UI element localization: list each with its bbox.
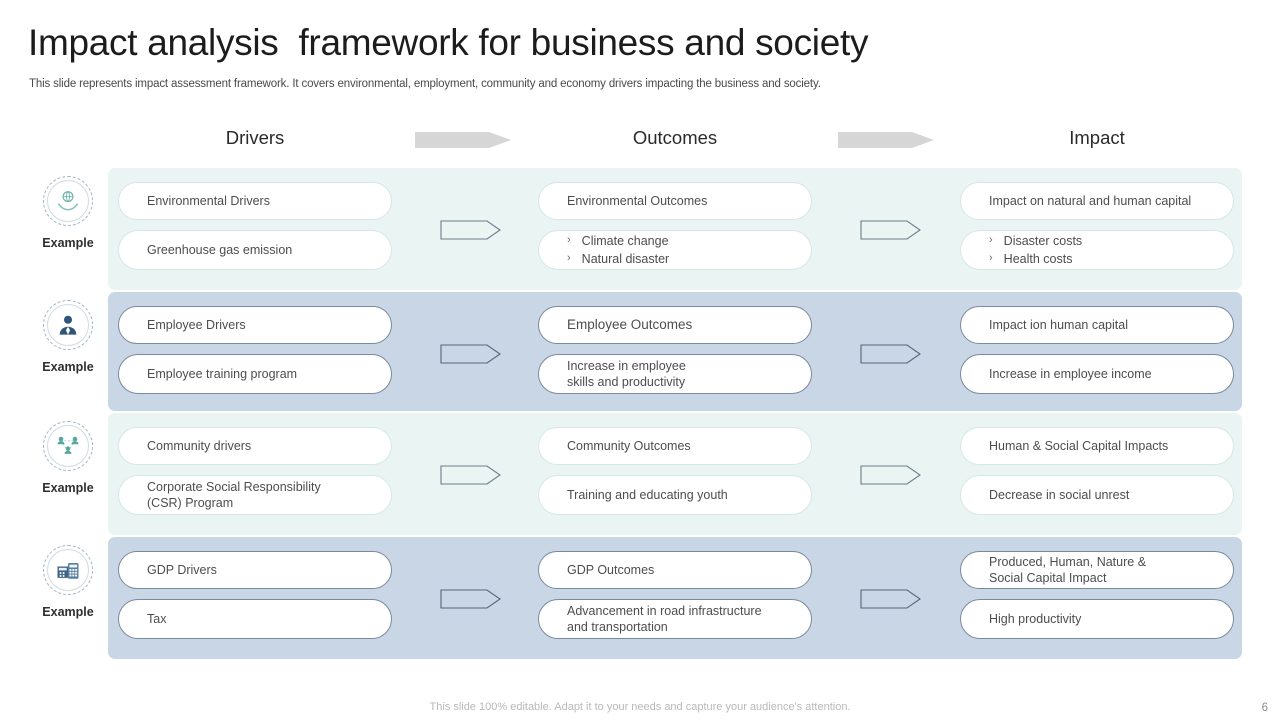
footer-note: This slide 100% editable. Adapt it to yo… (429, 701, 851, 713)
impact-example-text: Decrease in social unrest (989, 488, 1130, 502)
bullet-chevron-icon: › (567, 234, 571, 246)
driver-example-text: Tax (147, 612, 167, 626)
outcome-example-employee[interactable]: Increase in employee skills and producti… (538, 354, 812, 394)
outcome-example-text: Advancement in road infrastructure and t… (567, 604, 762, 634)
connector-arrow-icon-outcomes-impact-4 (860, 587, 922, 611)
driver-title-employee[interactable]: Employee Drivers (118, 306, 392, 344)
connector-arrow-icon-drivers-outcomes-4 (440, 587, 502, 611)
driver-title-environmental[interactable]: Environmental Drivers (118, 182, 392, 220)
column-header-outcomes: Outcomes (632, 127, 718, 148)
driver-title-text: Environmental Drivers (147, 194, 270, 208)
impact-title-text: Produced, Human, Nature & Social Capital… (989, 555, 1147, 585)
driver-title-text: Community drivers (147, 439, 252, 453)
person-icon (43, 300, 93, 350)
row-side-employee: Example (28, 292, 108, 374)
driver-example-gdp[interactable]: Tax (118, 599, 392, 639)
header-arrow-icon-1 (415, 130, 511, 150)
row-gdp: GDP Drivers Tax GDP Outcomes Advancement… (108, 537, 1242, 659)
outcome-title-gdp[interactable]: GDP Outcomes (538, 551, 812, 589)
calculator-money-icon (43, 545, 93, 595)
impact-title-text: Impact ion human capital (989, 318, 1128, 332)
row-environmental: Environmental Drivers Greenhouse gas emi… (108, 168, 1242, 290)
driver-title-text: Employee Drivers (147, 318, 246, 332)
page-title: Impact analysis framework for business a… (28, 22, 869, 63)
connector-arrow-icon-drivers-outcomes-3 (440, 463, 502, 487)
outcome-example-text: Training and educating youth (567, 488, 728, 502)
column-header-drivers: Drivers (225, 127, 285, 148)
outcome-bullet-text: Climate change (581, 234, 669, 248)
connector-arrow-icon-drivers-outcomes-1 (440, 218, 502, 242)
impact-title-environmental[interactable]: Impact on natural and human capital (960, 182, 1234, 220)
outcome-title-text: Community Outcomes (567, 439, 691, 453)
outcome-title-community[interactable]: Community Outcomes (538, 427, 812, 465)
impact-title-community[interactable]: Human & Social Capital Impacts (960, 427, 1234, 465)
impact-example-text: High productivity (989, 612, 1082, 626)
driver-title-text: GDP Drivers (147, 563, 217, 577)
impact-example-text: Increase in employee income (989, 367, 1152, 381)
outcome-title-environmental[interactable]: Environmental Outcomes (538, 182, 812, 220)
column-header-impact: Impact (1069, 127, 1125, 148)
driver-example-text: Greenhouse gas emission (147, 243, 293, 257)
driver-example-text: Corporate Social Responsibility (CSR) Pr… (147, 480, 321, 510)
driver-example-employee[interactable]: Employee training program (118, 354, 392, 394)
outcome-title-text: Employee Outcomes (567, 317, 693, 333)
impact-title-text: Human & Social Capital Impacts (989, 439, 1169, 453)
impact-title-employee[interactable]: Impact ion human capital (960, 306, 1234, 344)
connector-arrow-icon-outcomes-impact-1 (860, 218, 922, 242)
impact-title-gdp[interactable]: Produced, Human, Nature & Social Capital… (960, 551, 1234, 589)
driver-title-community[interactable]: Community drivers (118, 427, 392, 465)
outcome-title-text: GDP Outcomes (567, 563, 655, 577)
outcome-bullet-text: Natural disaster (581, 252, 670, 266)
globe-hands-icon (43, 176, 93, 226)
row-side-community: Example (28, 413, 108, 495)
people-network-icon (43, 421, 93, 471)
connector-arrow-icon-outcomes-impact-2 (860, 342, 922, 366)
outcome-example-text: Increase in employee skills and producti… (567, 359, 686, 389)
impact-bullet-text: Health costs (1003, 252, 1073, 266)
impact-bullet-text: Disaster costs (1003, 234, 1083, 248)
impact-example-gdp[interactable]: High productivity (960, 599, 1234, 639)
connector-arrow-icon-drivers-outcomes-2 (440, 342, 502, 366)
row-community: Community drivers Corporate Social Respo… (108, 413, 1242, 535)
connector-arrow-icon-outcomes-impact-3 (860, 463, 922, 487)
outcome-example-gdp[interactable]: Advancement in road infrastructure and t… (538, 599, 812, 639)
outcome-bullets-environmental[interactable]: › Climate change › Natural disaster (538, 230, 812, 270)
impact-example-community[interactable]: Decrease in social unrest (960, 475, 1234, 515)
impact-bullets-environmental[interactable]: › Disaster costs › Health costs (960, 230, 1234, 270)
page-subtitle: This slide represents impact assessment … (29, 78, 821, 90)
driver-title-gdp[interactable]: GDP Drivers (118, 551, 392, 589)
outcome-example-community[interactable]: Training and educating youth (538, 475, 812, 515)
row-side-gdp: Example (28, 537, 108, 619)
row-side-environmental: Example (28, 168, 108, 250)
bullet-chevron-icon: › (989, 234, 993, 246)
example-label-community: Example (42, 481, 94, 495)
outcome-title-text: Environmental Outcomes (567, 194, 708, 208)
driver-example-community[interactable]: Corporate Social Responsibility (CSR) Pr… (118, 475, 392, 515)
bullet-chevron-icon: › (567, 252, 571, 264)
row-employee: Employee Drivers Employee training progr… (108, 292, 1242, 411)
driver-example-text: Employee training program (147, 367, 298, 381)
header-arrow-icon-2 (838, 130, 934, 150)
outcome-title-employee[interactable]: Employee Outcomes (538, 306, 812, 344)
driver-example-environmental[interactable]: Greenhouse gas emission (118, 230, 392, 270)
bullet-chevron-icon: › (989, 252, 993, 264)
example-label-gdp: Example (42, 605, 94, 619)
example-label-environmental: Example (42, 236, 94, 250)
example-label-employee: Example (42, 360, 94, 374)
impact-title-text: Impact on natural and human capital (989, 194, 1192, 208)
impact-example-employee[interactable]: Increase in employee income (960, 354, 1234, 394)
page-number: 6 (1261, 702, 1268, 714)
